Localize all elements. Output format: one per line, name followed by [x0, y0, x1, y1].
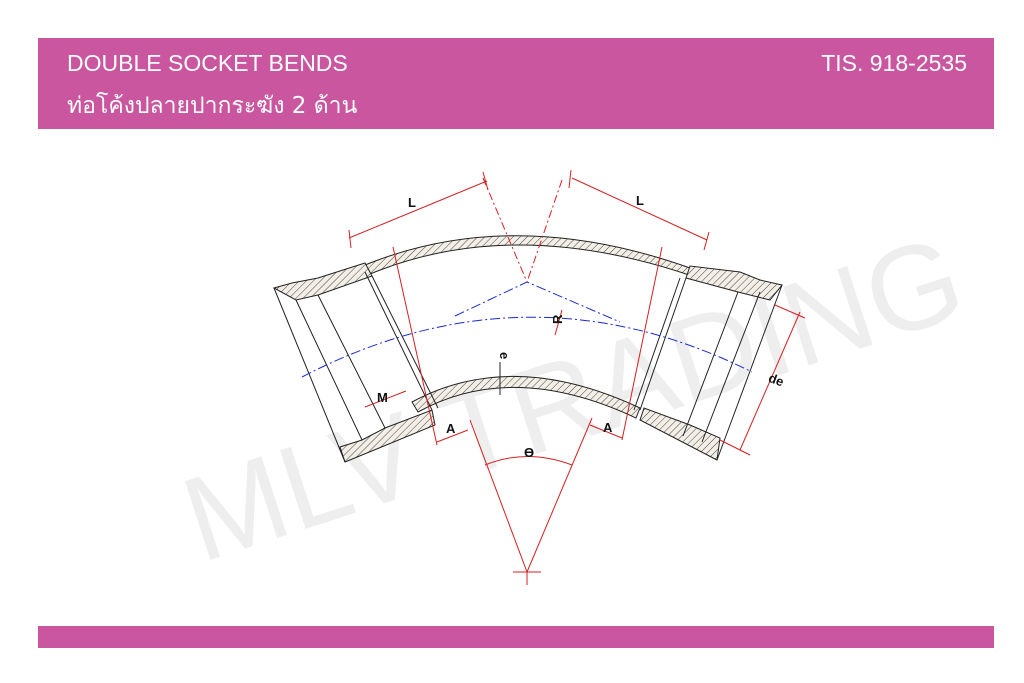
right-socket [685, 265, 783, 301]
footer-bar [38, 626, 994, 648]
label-A-right: A [603, 420, 613, 435]
label-L-left: L [408, 195, 416, 210]
left-socket [272, 262, 373, 301]
dimension-lines [348, 169, 806, 585]
left-socket-faces [273, 271, 439, 463]
title-english: DOUBLE SOCKET BENDS [67, 50, 348, 76]
label-e: e [497, 352, 512, 359]
label-R: R [550, 314, 565, 324]
watermark: MLV TRADING [168, 210, 979, 587]
label-theta: Ө [524, 445, 534, 460]
standard-code: TIS. 918-2535 [821, 50, 967, 76]
label-de: de [767, 370, 786, 389]
right-socket-faces [633, 277, 783, 461]
label-A-left: A [446, 421, 456, 436]
inner-wall [411, 376, 641, 419]
outer-wall [364, 235, 693, 277]
header-banner: DOUBLE SOCKET BENDS ท่อโค้งปลายปากระฆัง … [38, 38, 994, 129]
title-thai: ท่อโค้งปลายปากระฆัง 2 ด้าน [67, 93, 358, 119]
label-L-right: L [636, 193, 644, 208]
right-socket-bottom [639, 407, 721, 461]
label-M: M [377, 390, 388, 405]
